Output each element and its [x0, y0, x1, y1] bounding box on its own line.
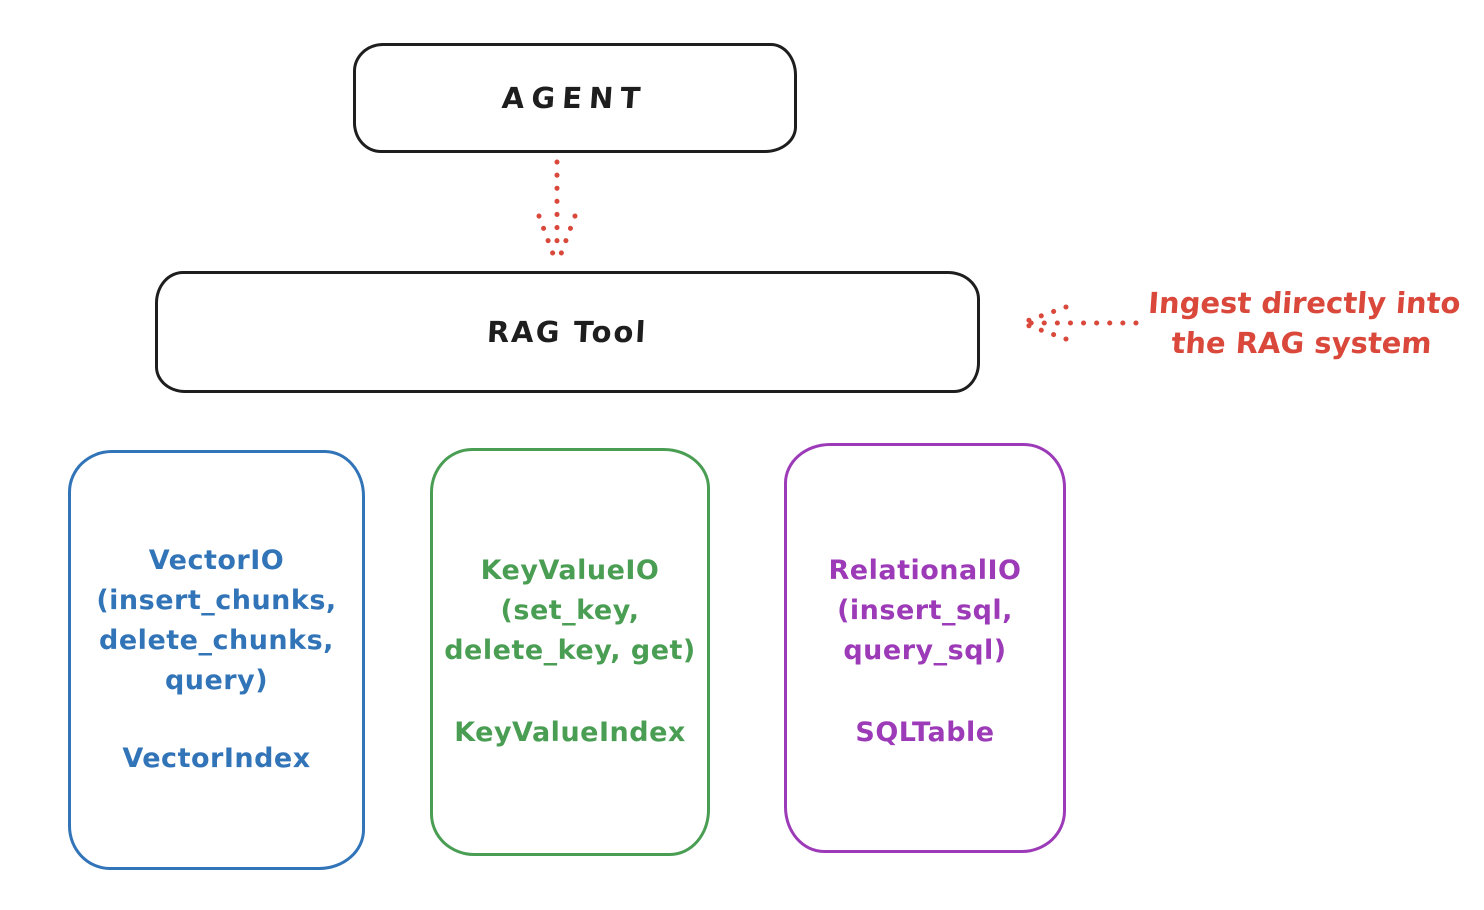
keyvalue-io-method: delete_key, get)	[444, 635, 696, 666]
vector-io-title: VectorIO	[148, 545, 285, 576]
keyvalue-io-box: KeyValueIO (set_key, delete_key, get) Ke…	[430, 448, 710, 856]
keyvalue-io-method: (set_key,	[500, 595, 640, 626]
agent-box: AGENT	[353, 43, 797, 153]
arrow-down-icon	[536, 159, 578, 265]
sql-table-label: SQLTable	[855, 717, 995, 748]
arrow-left-icon	[1021, 304, 1139, 342]
vector-io-method: delete_chunks,	[99, 625, 334, 656]
relational-io-method: (insert_sql,	[837, 595, 1013, 626]
relational-io-title: RelationalIO	[828, 555, 1022, 586]
ingest-annotation-line2: the RAG system	[1170, 326, 1433, 360]
keyvalue-index-label: KeyValueIndex	[454, 717, 686, 748]
rag-tool-box: RAG Tool	[155, 271, 980, 393]
ingest-annotation: Ingest directly into the RAG system	[1125, 283, 1481, 363]
rag-tool-label: RAG Tool	[486, 315, 649, 349]
vector-io-method: query)	[164, 665, 269, 696]
relational-io-box: RelationalIO (insert_sql, query_sql) SQL…	[784, 443, 1066, 853]
relational-io-method: query_sql)	[843, 635, 1007, 666]
vector-io-box: VectorIO (insert_chunks, delete_chunks, …	[68, 450, 365, 870]
agent-label: AGENT	[501, 81, 649, 115]
ingest-annotation-line1: Ingest directly into	[1147, 286, 1462, 320]
keyvalue-io-title: KeyValueIO	[480, 555, 660, 586]
vector-io-method: (insert_chunks,	[96, 585, 337, 616]
vector-index-label: VectorIndex	[122, 743, 311, 774]
